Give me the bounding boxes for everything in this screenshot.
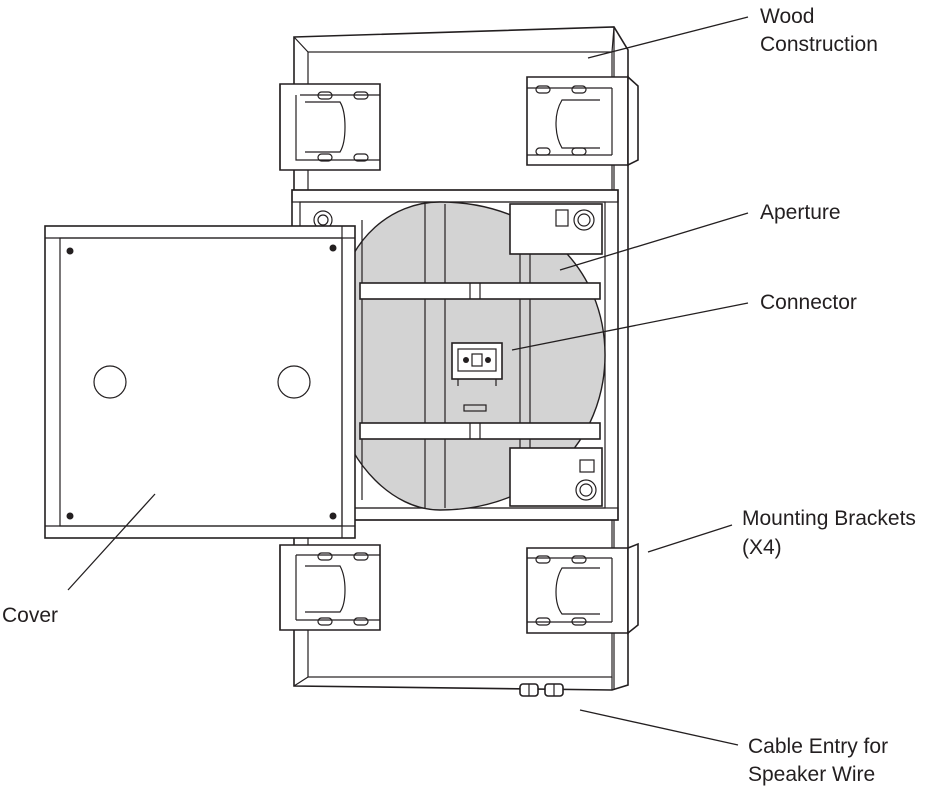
- connector: [451, 342, 503, 412]
- label-brackets-line2: (X4): [742, 536, 782, 559]
- cable-entry: [519, 683, 564, 697]
- label-cover: Cover: [2, 604, 58, 627]
- mounting-bracket-top-right: [526, 75, 639, 167]
- label-aperture: Aperture: [760, 201, 841, 224]
- label-wood-line2: Construction: [760, 33, 878, 56]
- leader-aperture: [559, 212, 749, 271]
- label-cable-line2: Speaker Wire: [748, 763, 875, 786]
- leader-wood: [587, 16, 749, 59]
- cover: [44, 225, 356, 539]
- label-cable-line1: Cable Entry for: [748, 735, 888, 758]
- label-brackets-line1: Mounting Brackets: [742, 507, 916, 530]
- mounting-bracket-bottom-left: [279, 544, 381, 631]
- leader-connector: [511, 302, 749, 351]
- leader-cover: [67, 493, 156, 591]
- terminal-bottom-right: [509, 447, 603, 507]
- label-wood-line1: Wood: [760, 5, 814, 28]
- mounting-bracket-bottom-right: [526, 542, 639, 635]
- terminal-top-right: [509, 203, 603, 255]
- label-connector: Connector: [760, 291, 857, 314]
- leader-brackets: [647, 524, 733, 553]
- mounting-bracket-top-left: [279, 83, 381, 171]
- leader-cable: [579, 709, 739, 746]
